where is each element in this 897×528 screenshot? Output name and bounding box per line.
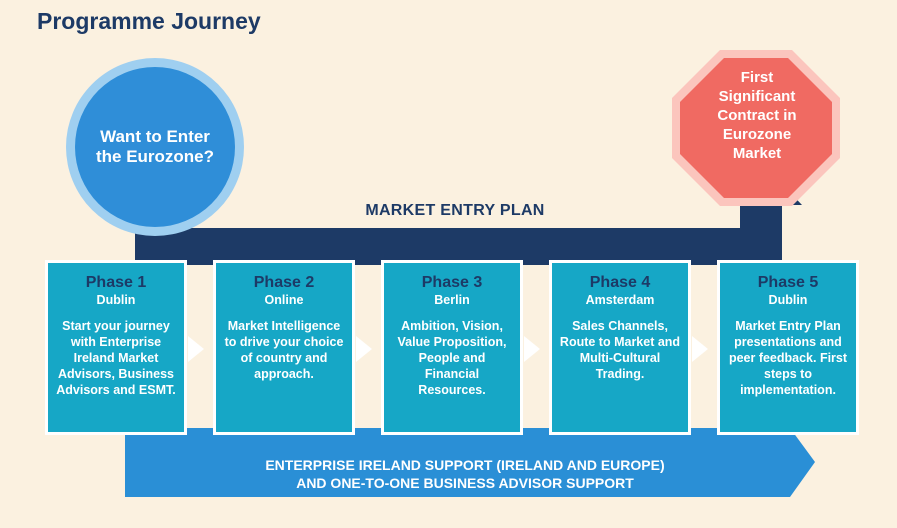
market-entry-plan-label: MARKET ENTRY PLAN <box>365 202 545 219</box>
phase-arrow-1 <box>188 336 204 362</box>
phase-arrow-4 <box>692 336 708 362</box>
goal-line: Significant <box>718 88 796 105</box>
phase-arrow-2 <box>356 336 372 362</box>
phase-title: Phase 5 <box>757 274 819 291</box>
phase-city: Berlin <box>434 293 470 307</box>
goal-text: First Significant Contract in Eurozone M… <box>692 68 822 163</box>
phase-description: Market Entry Plan presentations and peer… <box>728 319 848 397</box>
phase-card-2: Phase 2 Online Market Intelligence to dr… <box>213 260 355 435</box>
phase-city: Dublin <box>768 293 808 307</box>
phase-city: Dublin <box>96 293 136 307</box>
phase-arrow-3 <box>524 336 540 362</box>
support-arrow <box>125 428 815 497</box>
goal-line: Market <box>732 145 782 162</box>
start-circle: Want to Enter the Eurozone? <box>75 67 235 227</box>
goal-line: Contract in <box>717 107 797 124</box>
phase-title: Phase 4 <box>589 274 651 291</box>
phase-description: Ambition, Vision, Value Proposition, Peo… <box>397 319 507 397</box>
phase-title: Phase 1 <box>85 274 147 291</box>
phase-description: Market Intelligence to drive your choice… <box>224 319 344 381</box>
support-text: ENTERPRISE IRELAND SUPPORT (IRELAND AND … <box>150 456 780 492</box>
start-text-line2: the Eurozone? <box>95 147 215 166</box>
start-text-line1: Want to Enter <box>100 127 210 146</box>
page-title: Programme Journey <box>37 8 261 34</box>
goal-line: First <box>740 69 774 86</box>
phase-title: Phase 3 <box>421 274 483 291</box>
phase-card-4: Phase 4 Amsterdam Sales Channels, Route … <box>549 260 691 435</box>
phase-title: Phase 2 <box>253 274 315 291</box>
support-line2: AND ONE-TO-ONE BUSINESS ADVISOR SUPPORT <box>296 475 634 491</box>
phase-card-3: Phase 3 Berlin Ambition, Vision, Value P… <box>381 260 523 435</box>
phase-card-5: Phase 5 Dublin Market Entry Plan present… <box>717 260 859 435</box>
phase-city: Online <box>264 293 304 307</box>
phase-description: Sales Channels, Route to Market and Mult… <box>559 319 681 381</box>
goal-octagon <box>680 58 832 198</box>
goal-line: Eurozone <box>722 126 792 143</box>
phase-card-1: Phase 1 Dublin Start your journey with E… <box>45 260 187 435</box>
support-line1: ENTERPRISE IRELAND SUPPORT (IRELAND AND … <box>265 457 665 473</box>
phase-description: Start your journey with Enterprise Irela… <box>56 319 176 397</box>
phase-city: Amsterdam <box>585 293 655 307</box>
market-entry-plan-bar <box>135 163 802 265</box>
